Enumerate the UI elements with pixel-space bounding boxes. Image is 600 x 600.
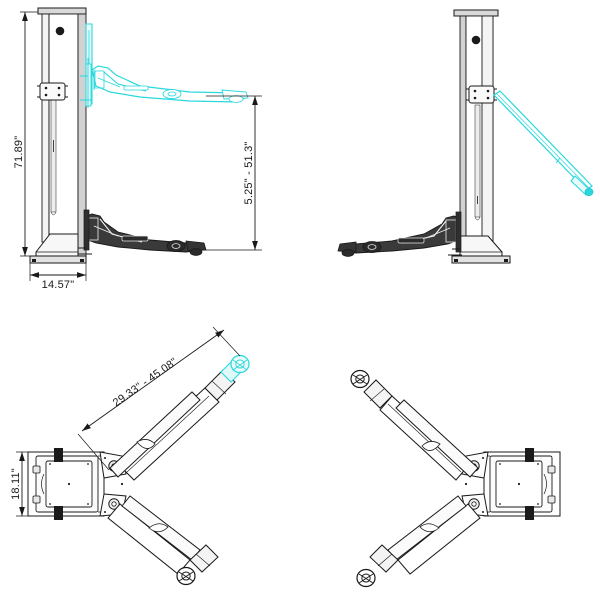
column-bolt-icon xyxy=(55,26,65,36)
swing-arm-lower-right xyxy=(356,495,481,588)
baseplate-left xyxy=(27,448,105,520)
dimension-label-base-width: 14.57" xyxy=(42,279,75,291)
anchor-bar-bottom xyxy=(54,506,63,520)
swing-arm-upper-right xyxy=(350,369,479,481)
lift-arm-diagonal-overlay-right xyxy=(493,90,594,196)
anchor-bar-top xyxy=(54,448,63,462)
dimension-label-column-height: 71.89" xyxy=(13,136,25,169)
anchor-bar-bottom-right xyxy=(525,506,534,520)
column-base-right xyxy=(451,235,511,264)
column-bolt-icon-right xyxy=(471,35,481,45)
anchor-bar-top-right xyxy=(525,448,534,462)
view-plan-view-left: 18.11" xyxy=(10,326,250,586)
dimension-label-lift-range: 5.25" - 51.3" xyxy=(243,141,255,204)
baseplate-right xyxy=(483,448,561,520)
swing-arm-lower-left xyxy=(107,495,219,586)
carriage-bracket-right xyxy=(466,85,497,104)
view-plan-view-right xyxy=(350,369,561,588)
view-front-elevation-left: 71.89" xyxy=(13,7,262,291)
lift-column-left xyxy=(37,7,87,257)
view-front-elevation-right xyxy=(337,9,594,264)
dimension-base-width: 14.57" xyxy=(29,263,87,291)
lift-arm-lowered-left xyxy=(78,209,207,256)
carriage-bracket-left xyxy=(37,82,68,101)
column-base-left xyxy=(29,233,87,264)
dimension-lift-range: 5.25" - 51.3" xyxy=(206,95,262,251)
lift-arm-lowered-right xyxy=(337,211,462,257)
dimension-label-base-depth: 18.11" xyxy=(10,468,22,500)
lift-arm-raised-overlay-left xyxy=(80,23,249,108)
